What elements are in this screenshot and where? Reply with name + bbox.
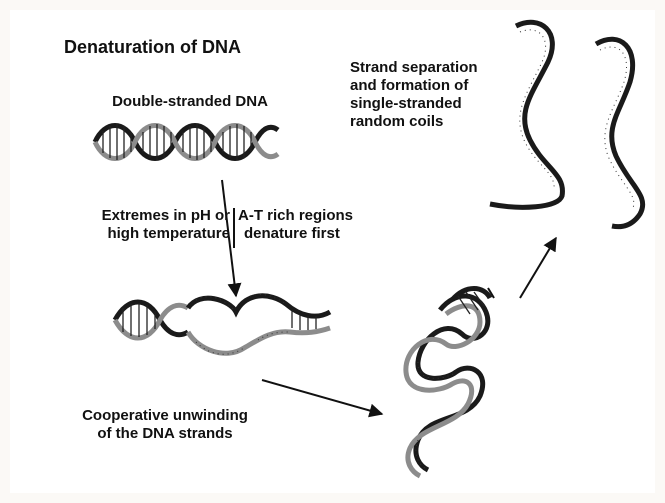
dna-unwinding-icon (406, 288, 494, 476)
dna-bubble-icon (115, 294, 330, 354)
label-separation: Strand separation and formation of singl… (350, 59, 478, 131)
label-separation-line-2: and formation of (350, 77, 478, 95)
label-at-rich: A-T rich regions denature first (238, 207, 353, 243)
label-cooperative-line-2: of the DNA strands (40, 425, 290, 443)
figure-title: Denaturation of DNA (64, 37, 241, 59)
label-separation-line-1: Strand separation (350, 59, 478, 77)
label-cooperative: Cooperative unwinding of the DNA strands (40, 407, 290, 443)
label-extremes-line-1: Extremes in pH or (20, 207, 230, 225)
label-divider (233, 208, 235, 248)
label-extremes-line-2: high temperature (20, 225, 230, 243)
label-at-rich-line-1: A-T rich regions (238, 207, 353, 225)
arrow-to-coils-icon (520, 238, 556, 298)
label-double-stranded: Double-stranded DNA (90, 93, 290, 111)
label-cooperative-line-1: Cooperative unwinding (40, 407, 290, 425)
label-extremes: Extremes in pH or high temperature (20, 207, 230, 243)
double-helix-icon (95, 124, 278, 160)
label-at-rich-line-2: denature first (238, 225, 353, 243)
label-separation-line-4: random coils (350, 113, 478, 131)
dna-random-coils-icon (490, 22, 643, 226)
label-separation-line-3: single-stranded (350, 95, 478, 113)
